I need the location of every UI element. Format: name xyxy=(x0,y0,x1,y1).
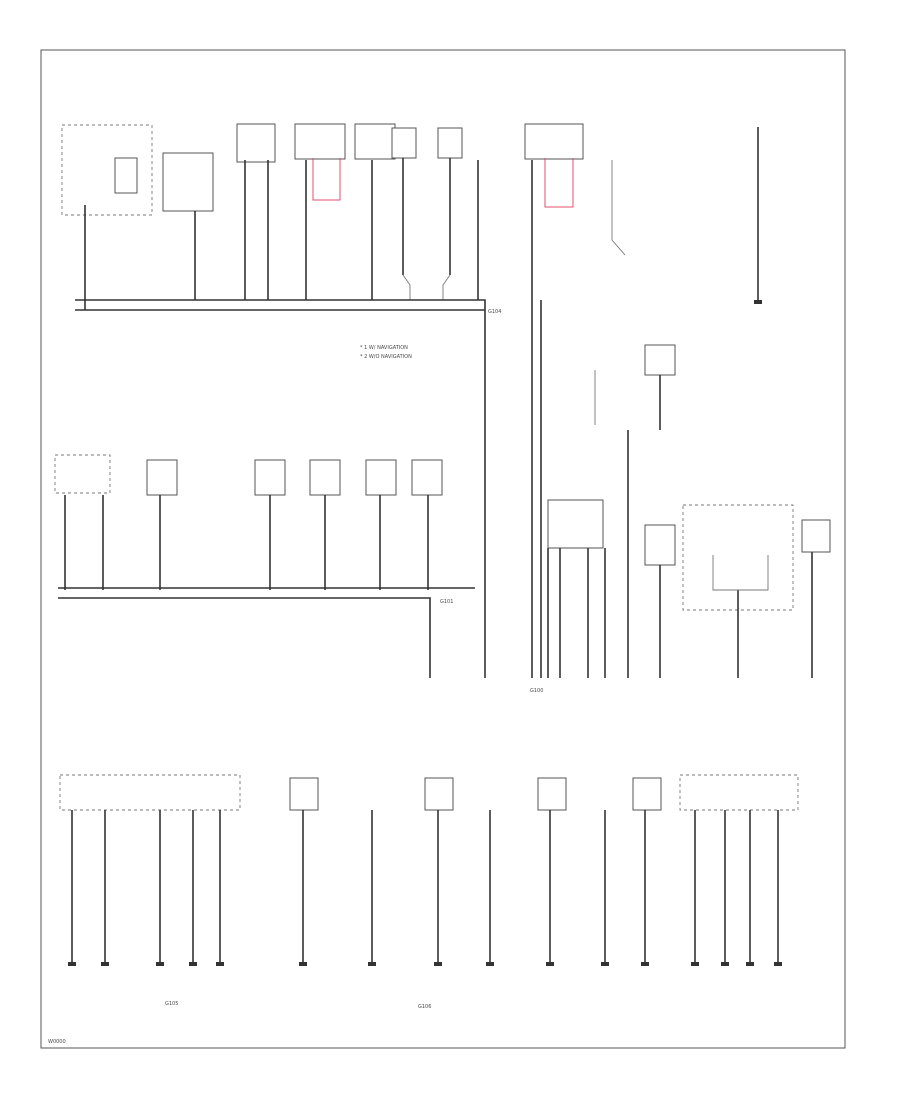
component-box xyxy=(437,127,463,159)
diagram-frame xyxy=(40,49,846,1049)
component-box xyxy=(354,123,396,160)
ground-bus-mid-label: G101 xyxy=(440,599,453,605)
page-code: W0000 xyxy=(48,1039,66,1045)
top-section: G104 * 1 W/ NAVIGATION * 2 W/O NAVIGATIO… xyxy=(61,123,762,678)
legend-line-2: * 2 W/O NAVIGATION xyxy=(360,354,412,360)
component-box xyxy=(289,777,319,811)
component-box xyxy=(424,777,454,811)
connector-box xyxy=(114,157,138,194)
component-box xyxy=(801,519,831,553)
middle-section: G101 G100 xyxy=(54,344,831,694)
ground-engine-label: G106 xyxy=(418,1004,431,1010)
component-box xyxy=(537,777,567,811)
component-box xyxy=(547,499,604,549)
ground-main-label: G100 xyxy=(530,688,543,694)
component-box xyxy=(146,459,178,496)
component-box xyxy=(162,152,214,212)
component-box xyxy=(309,459,341,496)
component-box xyxy=(294,123,346,160)
bottom-section: G105 G106 xyxy=(59,774,799,1010)
component-box xyxy=(644,344,676,376)
component-box xyxy=(391,127,417,159)
highlight-wire xyxy=(544,158,574,208)
component-box xyxy=(411,459,443,496)
ground-bus-top xyxy=(75,299,486,310)
legend-line-1: * 1 W/ NAVIGATION xyxy=(360,345,408,351)
ground-symbol xyxy=(754,300,762,304)
highlight-wire xyxy=(312,158,341,201)
component-box xyxy=(254,459,286,496)
ground-bus-top-label: G104 xyxy=(488,309,501,315)
component-box xyxy=(236,123,276,163)
component-box xyxy=(632,777,662,811)
component-box xyxy=(524,123,584,160)
ground-front-label: G105 xyxy=(165,1001,178,1007)
component-box xyxy=(644,524,676,566)
ground-symbols xyxy=(68,962,782,966)
component-box xyxy=(365,459,397,496)
